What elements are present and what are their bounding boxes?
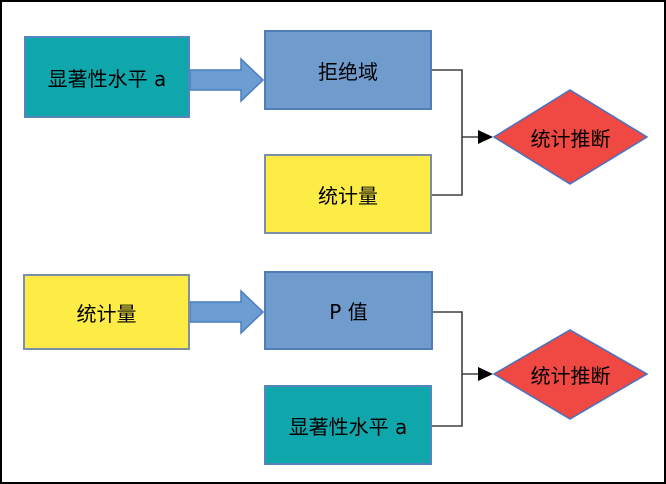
block-arrow-bottom (189, 289, 265, 335)
connector-bottom-primary (433, 311, 479, 375)
node-label: 统计推断 (530, 364, 611, 388)
node-label: 统计量 (76, 301, 137, 326)
node-p-value: P 值 (264, 271, 433, 350)
node-significance-level-bottom: 显著性水平 a (264, 385, 432, 465)
node-label: 统计推断 (530, 126, 611, 151)
node-statistic-bottom: 统计量 (23, 274, 190, 350)
diamond-top (492, 89, 649, 185)
diamond-bottom (492, 329, 649, 420)
node-label: 显著性水平 a (288, 414, 408, 439)
arrowhead-bottom-icon (478, 367, 493, 381)
node-label: 拒绝域 (318, 59, 378, 84)
block-arrow-top (189, 57, 265, 103)
node-label: 显著性水平 a (47, 66, 167, 91)
diamond-bottom-label: 统计推断 (494, 330, 647, 419)
connector-bottom-secondary (432, 374, 463, 427)
node-rejection-region: 拒绝域 (264, 30, 432, 110)
connector-top-primary (432, 69, 479, 138)
node-label: 统计量 (318, 183, 378, 208)
node-significance-level-top: 显著性水平 a (24, 36, 190, 118)
node-statistic-top: 统计量 (264, 154, 432, 234)
arrowhead-top-icon (478, 130, 493, 144)
diamond-top-label: 统计推断 (494, 90, 647, 184)
node-label: P 值 (329, 300, 368, 324)
connector-top-secondary (432, 137, 463, 196)
